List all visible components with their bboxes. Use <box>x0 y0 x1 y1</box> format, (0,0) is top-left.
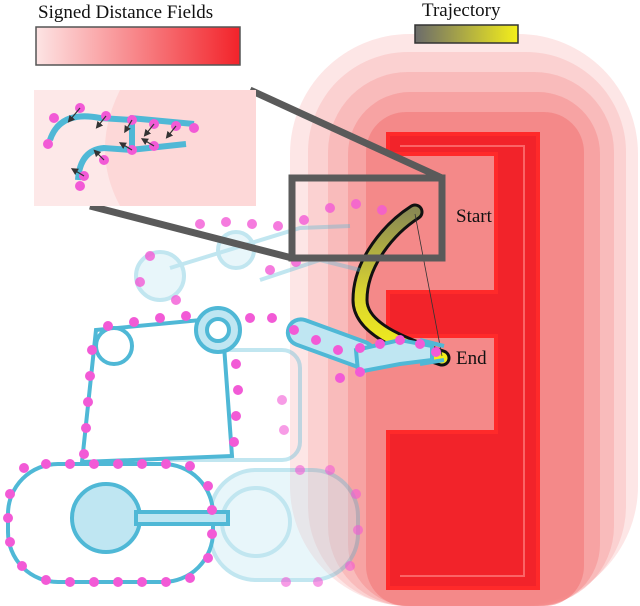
sphere <box>79 449 89 459</box>
sphere <box>415 339 425 349</box>
zoom-connector-bottom <box>90 206 292 258</box>
end-label: End <box>456 348 487 369</box>
sphere <box>207 529 217 539</box>
sphere <box>395 335 405 345</box>
sphere <box>265 265 275 275</box>
sphere <box>245 313 255 323</box>
sphere <box>355 343 365 353</box>
sphere <box>299 215 309 225</box>
sphere <box>155 313 165 323</box>
sphere <box>113 577 123 587</box>
sphere <box>3 513 13 523</box>
sphere <box>375 339 385 349</box>
sphere <box>203 481 213 491</box>
sphere <box>85 371 95 381</box>
sphere <box>355 367 365 377</box>
sphere <box>41 575 51 585</box>
sphere <box>221 217 231 227</box>
legend-trajectory-bar <box>415 25 518 43</box>
sphere <box>345 561 355 571</box>
sphere <box>189 123 199 133</box>
sphere <box>103 321 113 331</box>
sphere <box>181 311 191 321</box>
sphere <box>17 561 27 571</box>
sphere <box>311 335 321 345</box>
sphere <box>65 577 75 587</box>
ghost-shoulder <box>136 252 184 300</box>
legend-sdf-bar <box>36 27 240 65</box>
sphere <box>87 345 97 355</box>
sphere <box>203 553 213 563</box>
sphere <box>5 537 15 547</box>
zoom-inset <box>34 90 256 206</box>
sphere <box>161 459 171 469</box>
sphere <box>135 277 145 287</box>
sphere <box>185 461 195 471</box>
sphere <box>43 139 53 149</box>
sphere <box>75 181 85 191</box>
sphere <box>313 577 323 587</box>
legend-sdf: Signed Distance Fields <box>36 2 240 65</box>
sphere <box>195 219 205 229</box>
ghost-wheel <box>222 488 290 556</box>
robot-shoulder-joint-inner <box>207 319 229 341</box>
sphere <box>351 489 361 499</box>
robot-base-wheel <box>72 484 140 552</box>
sphere <box>267 313 277 323</box>
sphere <box>207 505 217 515</box>
sphere <box>41 459 51 469</box>
sphere <box>247 219 257 229</box>
sphere <box>325 465 335 475</box>
legend-trajectory-label: Trajectory <box>422 0 501 21</box>
sphere <box>277 395 287 405</box>
sphere <box>83 397 93 407</box>
sphere <box>231 411 241 421</box>
legend-sdf-label: Signed Distance Fields <box>38 2 213 23</box>
sphere <box>335 373 345 383</box>
start-label: Start <box>456 206 493 227</box>
sphere <box>231 359 241 369</box>
sphere <box>49 113 59 123</box>
sphere <box>65 459 75 469</box>
robot-hip-joint <box>96 328 132 364</box>
sphere <box>5 489 15 499</box>
sphere <box>137 577 147 587</box>
sphere <box>81 423 91 433</box>
sphere <box>161 577 171 587</box>
sphere <box>279 425 289 435</box>
sphere <box>377 205 387 215</box>
sphere <box>333 345 343 355</box>
sphere <box>353 525 363 535</box>
sphere <box>351 199 361 209</box>
sphere <box>185 573 195 583</box>
sphere <box>19 463 29 473</box>
sphere <box>233 385 243 395</box>
sphere <box>145 251 155 261</box>
sphere <box>113 459 123 469</box>
sphere <box>281 577 291 587</box>
sphere <box>325 203 335 213</box>
sphere <box>137 459 147 469</box>
sphere <box>289 325 299 335</box>
sphere <box>129 317 139 327</box>
legend-trajectory: Trajectory <box>415 0 518 43</box>
sphere <box>89 577 99 587</box>
sphere <box>89 459 99 469</box>
sphere <box>295 465 305 475</box>
sphere <box>229 437 239 447</box>
sphere <box>273 221 283 231</box>
sphere <box>431 347 441 357</box>
sphere <box>171 295 181 305</box>
